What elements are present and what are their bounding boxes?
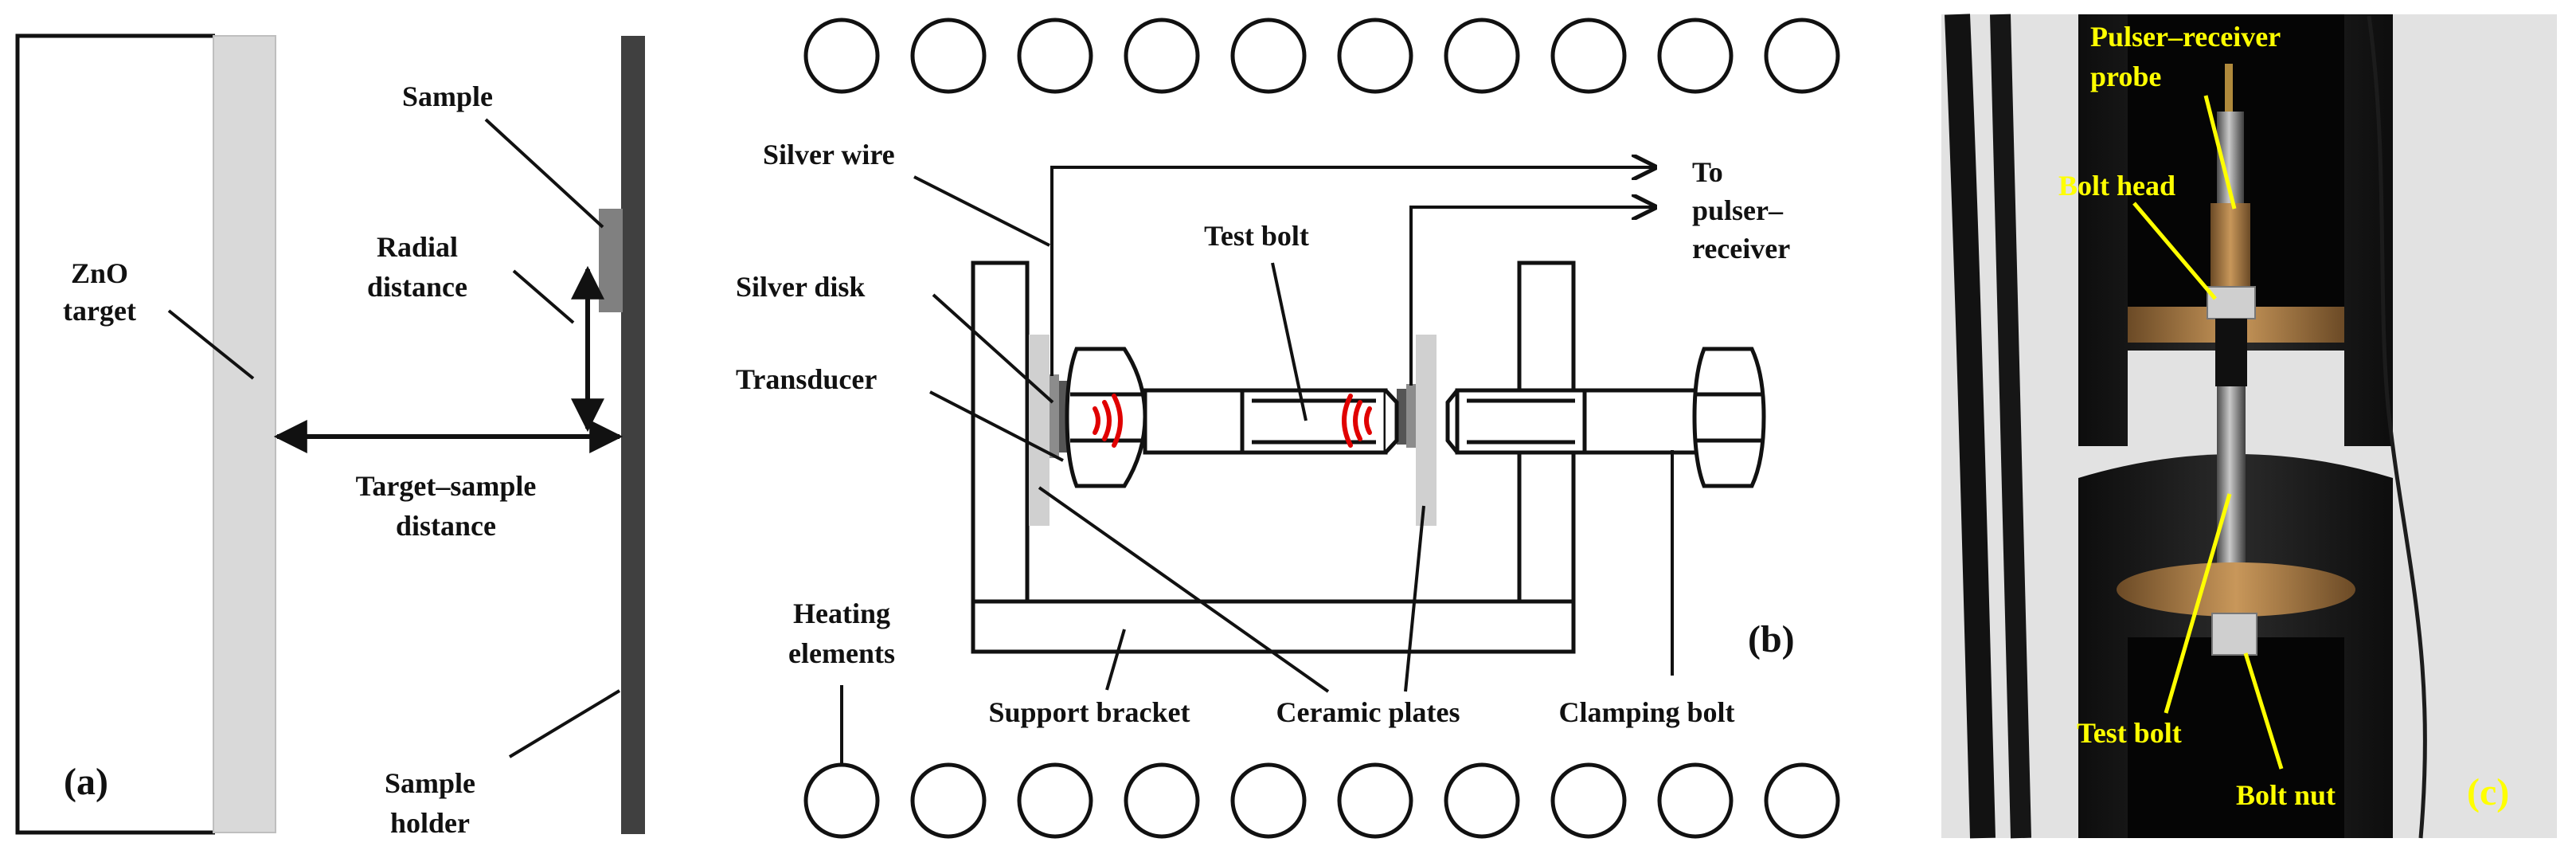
silver-wire-left <box>1050 167 1655 376</box>
clamping-bolt <box>1445 347 1766 488</box>
panel-label-b: (b) <box>1748 618 1795 660</box>
label-heating-2: elements <box>788 637 895 669</box>
silver-wire-right <box>1409 207 1655 386</box>
ultrasonic-wave-right <box>1342 394 1372 448</box>
heating-element <box>1124 18 1200 94</box>
target-leader <box>167 309 255 380</box>
panel-a: Sample Radial distance ZnO target Target… <box>15 33 645 839</box>
heating-element <box>1550 18 1627 94</box>
leader-test-bolt <box>1271 262 1308 421</box>
leader-ceramic-left <box>1038 486 1330 693</box>
zno-target <box>213 35 276 833</box>
transducer-right <box>1397 389 1406 445</box>
label-radial-1: Radial <box>377 231 458 263</box>
panel-b: Silver wire To pulser– receiver Test bol… <box>736 18 1840 839</box>
radial-leader <box>512 269 575 324</box>
heating-element <box>1337 762 1413 839</box>
heating-element <box>1230 762 1307 839</box>
ceramic-plate-right <box>1416 335 1437 526</box>
label-heating-1: Heating <box>793 597 890 629</box>
lower-cavity <box>2128 637 2344 838</box>
label-silver-disk: Silver disk <box>736 271 865 303</box>
heating-elements-bottom <box>803 762 1840 839</box>
chamber-outline <box>15 33 215 835</box>
heating-element <box>1764 18 1840 94</box>
panel-label-a: (a) <box>64 761 108 803</box>
leader-probe <box>2203 95 2237 210</box>
bolt-nut <box>2211 613 2257 656</box>
label-radial-2: distance <box>367 271 467 303</box>
heating-element <box>803 18 880 94</box>
label-transducer: Transducer <box>736 363 877 395</box>
label-sample: Sample <box>402 80 493 112</box>
label-support-bracket: Support bracket <box>988 696 1190 728</box>
panel-c: Pulser–receiver probe Bolt head Test bol… <box>1941 14 2557 839</box>
label-bolt-head: Bolt head <box>2058 170 2175 202</box>
label-ceramic-plates: Ceramic plates <box>1276 696 1460 728</box>
silver-disk-right <box>1406 384 1416 448</box>
label-clamping-bolt: Clamping bolt <box>1558 696 1734 728</box>
label-holder-2: holder <box>390 807 470 839</box>
leader-test-bolt-c <box>2164 493 2232 714</box>
label-test-bolt-c: Test bolt <box>2077 717 2182 749</box>
cable-1 <box>1945 14 1996 839</box>
silver-disk-left <box>1050 374 1059 458</box>
heating-element <box>1657 762 1734 839</box>
heating-element <box>910 18 987 94</box>
heating-element <box>1550 762 1627 839</box>
leader-bolt-head <box>2132 202 2217 300</box>
cable-2 <box>1990 14 2031 839</box>
leader-support-bracket <box>1105 629 1126 691</box>
heating-element <box>1764 762 1840 839</box>
lower-brass-plate <box>2117 562 2355 617</box>
label-holder-1: Sample <box>385 767 475 799</box>
probe-shell <box>2211 203 2250 291</box>
label-to-3: receiver <box>1692 233 1790 264</box>
bolt-head <box>2207 286 2256 319</box>
leader-bolt-nut <box>2243 652 2284 770</box>
heating-element <box>1017 18 1093 94</box>
leader-transducer <box>929 390 1064 462</box>
panel-label-c: (c) <box>2467 771 2509 813</box>
label-to-1: To <box>1692 156 1723 188</box>
label-target-1: ZnO <box>71 257 128 289</box>
probe-cable <box>2367 15 2427 839</box>
label-test-bolt: Test bolt <box>1204 220 1309 252</box>
label-probe-1: Pulser–receiver <box>2090 21 2281 53</box>
heating-element <box>803 762 880 839</box>
leader-silver-disk <box>932 293 1054 404</box>
sample-rect <box>599 209 623 312</box>
label-to-2: pulser– <box>1692 194 1784 226</box>
heating-elements-top <box>803 18 1840 94</box>
leader-silver-wire <box>913 175 1050 247</box>
heating-element <box>1017 762 1093 839</box>
bolt-shank-black <box>2215 319 2247 386</box>
label-target-2: target <box>63 295 136 327</box>
heating-element <box>1444 762 1520 839</box>
sample-leader <box>484 118 604 229</box>
test-bolt <box>1065 347 1399 488</box>
label-ts-2: distance <box>396 510 496 542</box>
ceramic-plate-left <box>1029 335 1050 526</box>
heating-element <box>1230 18 1307 94</box>
ultrasonic-wave-left <box>1093 394 1123 448</box>
support-bracket <box>971 261 1576 654</box>
leader-ceramic-right <box>1404 505 1425 692</box>
heating-element <box>910 762 987 839</box>
heating-element <box>1124 762 1200 839</box>
label-probe-2: probe <box>2090 61 2161 92</box>
heating-element <box>1657 18 1734 94</box>
holder-leader <box>508 689 621 758</box>
label-ts-1: Target–sample <box>356 470 537 502</box>
heating-element <box>1444 18 1520 94</box>
label-bolt-nut: Bolt nut <box>2236 779 2336 811</box>
sample-holder-bar <box>621 36 645 834</box>
probe-pin <box>2225 64 2233 119</box>
label-silver-wire: Silver wire <box>763 139 895 170</box>
heating-element <box>1337 18 1413 94</box>
